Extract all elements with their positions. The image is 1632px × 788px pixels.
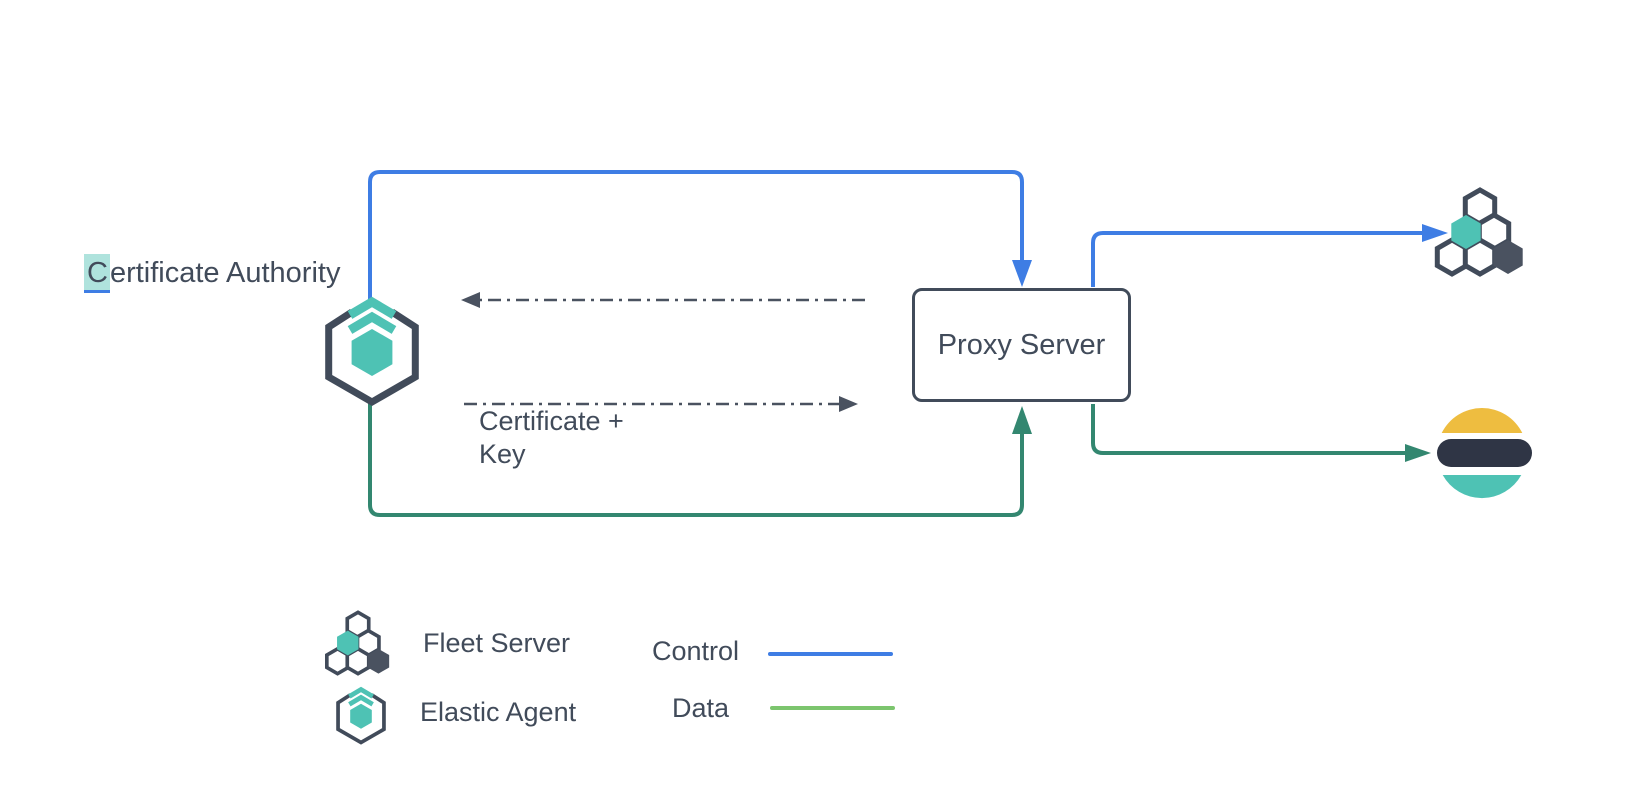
legend-elastic-agent-icon [338, 690, 384, 743]
legend-control-label: Control [652, 636, 740, 666]
data-arrow-agent-to-proxy [368, 402, 1032, 517]
certificate-authority-label: Certificate Authority [84, 254, 341, 293]
arrowhead-down-icon [1012, 260, 1032, 287]
certificate-key-arrow [464, 396, 858, 412]
certificate-authority-label-text: ertificate Authority [109, 257, 341, 289]
elasticsearch-icon [1437, 408, 1532, 499]
elastic-agent-icon [329, 302, 416, 402]
control-arrow-agent-to-proxy [368, 170, 1032, 300]
selection-highlight: C [84, 254, 110, 293]
legend-data-label: Data [672, 693, 730, 723]
legend-fleet-server-icon [327, 612, 389, 673]
legend-control-line-swatch [768, 652, 893, 656]
arrowhead-right-icon [839, 396, 858, 412]
proxy-server-label: Proxy Server [937, 328, 1106, 361]
arrowhead-right-icon [1422, 224, 1448, 242]
control-arrow-proxy-to-fleet [1091, 224, 1448, 287]
arrowhead-up-icon [1012, 406, 1032, 434]
legend-fleet-server-label: Fleet Server [423, 628, 571, 658]
arrowhead-left-icon [461, 292, 480, 308]
fleet-server-icon [1437, 190, 1522, 274]
arrowhead-right-icon [1405, 444, 1431, 462]
certificate-key-label: Certificate + Key [479, 406, 624, 469]
proxy-server-node: Proxy Server [912, 288, 1131, 402]
legend-elastic-agent-label: Elastic Agent [420, 697, 577, 727]
legend-data-line-swatch [770, 706, 895, 710]
certificate-request-arrow [461, 292, 865, 308]
data-arrow-proxy-to-elasticsearch [1091, 404, 1431, 462]
